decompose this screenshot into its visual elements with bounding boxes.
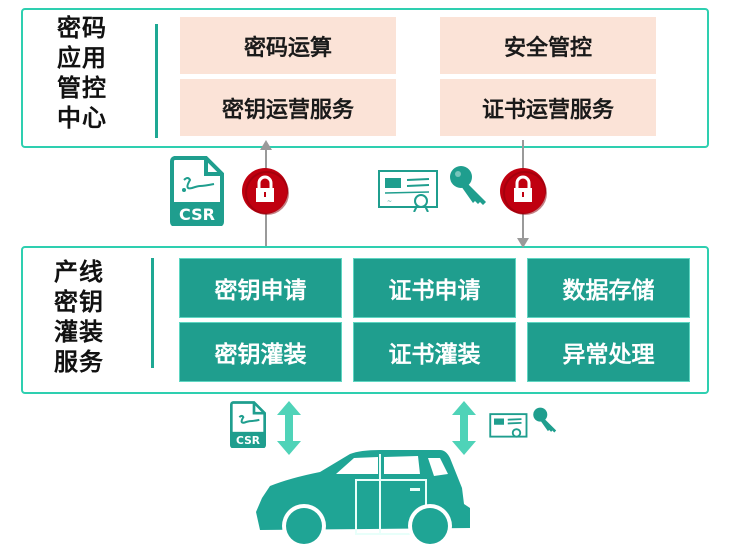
box-data-storage: 数据存储 — [527, 258, 690, 318]
title-line: 服务 — [54, 348, 104, 376]
car-icon — [256, 450, 470, 548]
title-line: 密码 — [57, 14, 107, 42]
box-security-control: 安全管控 — [440, 17, 656, 74]
bidirectional-arrow-icon — [452, 401, 476, 455]
box-cert-injection: 证书灌装 — [353, 322, 516, 382]
key-icon — [450, 166, 486, 205]
lock-icon — [500, 168, 547, 215]
title-line: 管控 — [57, 74, 107, 102]
box-cert-operation-service: 证书运营服务 — [440, 79, 656, 136]
certificate-icon: ~ — [378, 170, 438, 212]
bidirectional-arrow-icon — [277, 401, 301, 455]
csr-label-small: CSR — [236, 434, 260, 447]
bottom-panel-divider — [151, 258, 154, 368]
title-line: 中心 — [57, 104, 107, 132]
title-line: 密钥 — [54, 288, 104, 316]
title-line: 灌装 — [54, 318, 104, 346]
csr-label: CSR — [179, 205, 215, 224]
title-line: 应用 — [57, 44, 107, 72]
box-crypto-operation: 密码运算 — [180, 17, 396, 74]
csr-document-icon-small: CSR — [230, 401, 266, 448]
key-icon-small — [533, 407, 557, 433]
top-panel-divider — [155, 24, 158, 138]
box-key-operation-service: 密钥运营服务 — [180, 79, 396, 136]
lock-icon — [242, 168, 289, 215]
svg-text:~: ~ — [387, 198, 392, 205]
box-key-request: 密钥申请 — [179, 258, 342, 318]
certificate-icon-small — [489, 413, 528, 438]
arrow-up-icon — [260, 140, 272, 150]
production-line-key-injection-title: 产线 密钥 灌装 服务 — [44, 257, 114, 377]
csr-document-icon: CSR — [170, 156, 224, 226]
box-key-injection: 密钥灌装 — [179, 322, 342, 382]
box-cert-request: 证书申请 — [353, 258, 516, 318]
crypto-management-center-title: 密码 应用 管控 中心 — [47, 13, 117, 133]
box-exception-handling: 异常处理 — [527, 322, 690, 382]
arrow-down-icon — [517, 238, 529, 248]
title-line: 产线 — [54, 258, 104, 286]
